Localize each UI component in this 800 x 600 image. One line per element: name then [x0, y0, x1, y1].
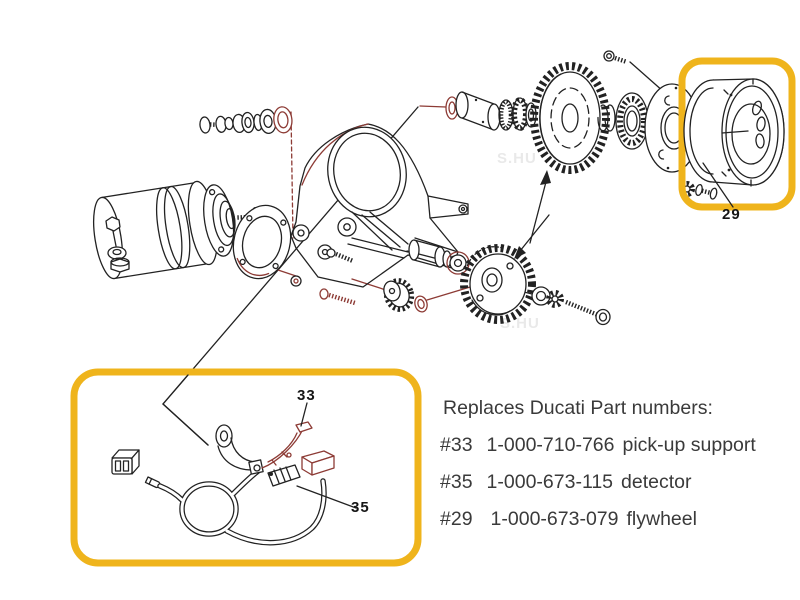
replacement-note: Replaces Ducati Part numbers: #33 1-000-7…: [440, 390, 756, 538]
engine-cover: [291, 120, 468, 287]
callout-label-29: 29: [722, 206, 741, 223]
note-ref: #29: [440, 508, 473, 530]
note-part-name: pick-up support: [622, 434, 756, 456]
cover-to-pickup-line: [163, 375, 208, 445]
note-part-name: detector: [621, 471, 692, 493]
note-row-33: #33 1-000-710-766 pick-up support: [440, 427, 756, 464]
label35-leader: [297, 486, 356, 508]
gasket-ring: [226, 199, 298, 284]
idler-shaft: [409, 240, 469, 274]
note-ref: #35: [440, 471, 473, 493]
detector-sensor: [268, 451, 334, 486]
connector-block: [112, 450, 139, 474]
pickup-highlight-box: [74, 372, 418, 563]
timing-sprocket: [464, 247, 610, 325]
washer-stack: [199, 106, 293, 141]
pickup-assembly: [112, 375, 356, 543]
pointer-arrows: [514, 170, 551, 259]
callout-label-35: 35: [351, 499, 370, 516]
note-title: Replaces Ducati Part numbers:: [443, 397, 713, 419]
watermark: S.HU: [500, 315, 540, 332]
pinion-gear: [382, 278, 429, 313]
note-part-number: 1-000-673-079: [490, 508, 619, 530]
pickup-support-bracket: [216, 422, 312, 474]
note-row-35: #35 1-000-673-115 detector: [440, 464, 756, 501]
note-ref: #33: [440, 434, 473, 456]
wiring-loom: [160, 471, 324, 543]
flywheel-leader-line: [703, 163, 733, 207]
flywheel: [684, 79, 784, 186]
note-part-name: flywheel: [626, 508, 697, 530]
motor-fasteners: [106, 217, 129, 272]
cover-bolts: [291, 249, 355, 303]
watermark: S.HU: [497, 150, 537, 167]
label33-leader: [301, 403, 307, 426]
flywheel-highlight-box: [682, 61, 792, 207]
camshaft-assembly: [446, 51, 648, 170]
note-part-number: 1-000-710-766: [486, 434, 615, 456]
note-row-29: #29 1-000-673-079 flywheel: [440, 501, 756, 538]
note-part-number: 1-000-673-115: [486, 471, 614, 493]
callout-label-33: 33: [297, 387, 316, 404]
